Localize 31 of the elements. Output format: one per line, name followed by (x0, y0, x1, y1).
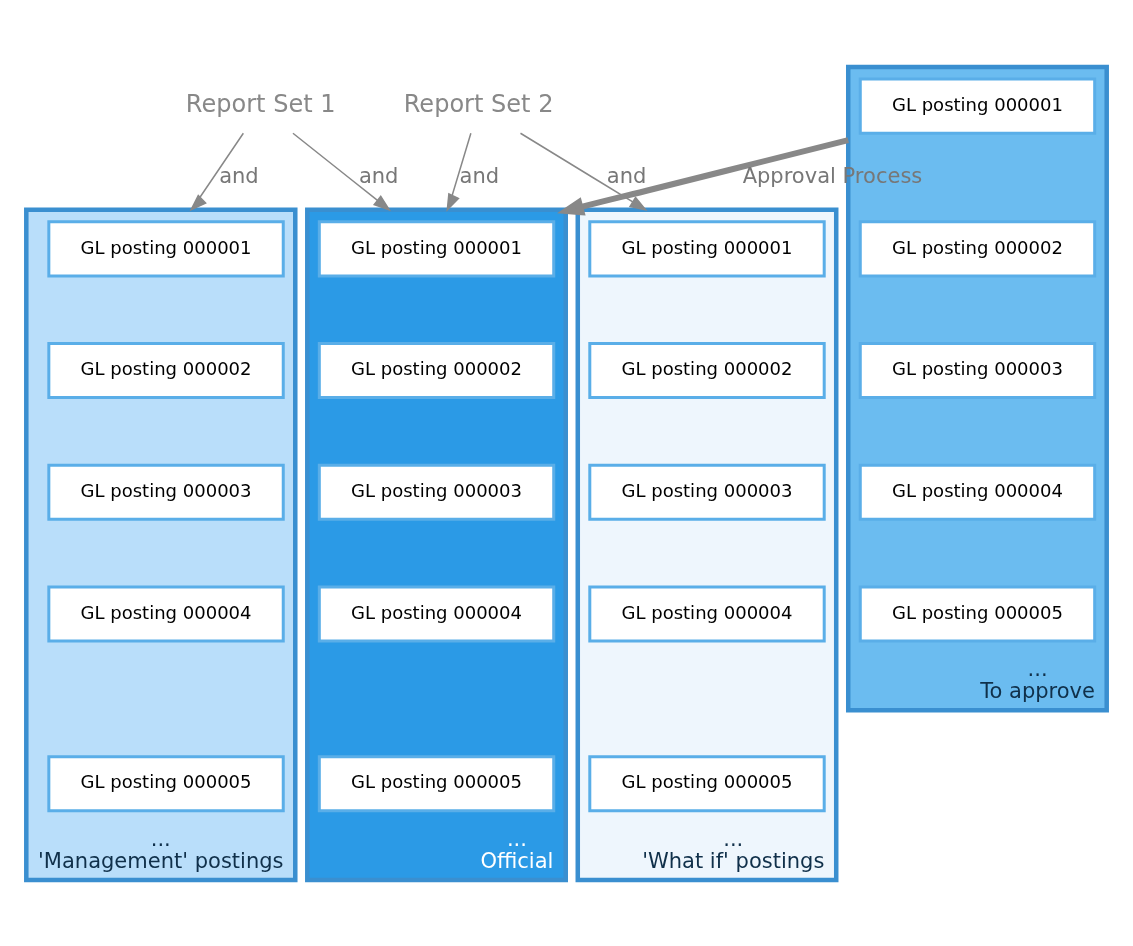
node-box: GL posting 000002 (317, 341, 556, 399)
node-box: GL posting 000004 (588, 584, 826, 643)
node-box: GL posting 000004 (317, 584, 556, 643)
node-box: GL posting 000001 (317, 219, 556, 277)
edge-label: and (219, 162, 259, 188)
node-box: GL posting 000004 (858, 463, 1097, 521)
edge-label: and (358, 162, 399, 188)
node-text: Report Set 2 (403, 89, 554, 118)
node-box: GL posting 000005 (317, 754, 556, 812)
node-box: GL posting 000002 (588, 341, 826, 399)
node-box: GL posting 000005 (47, 754, 285, 812)
edge-label: and (459, 162, 500, 188)
node-box: GL posting 000001 (858, 77, 1097, 135)
node-box: GL posting 000001 (47, 219, 285, 277)
node-box: GL posting 000002 (47, 341, 285, 399)
node-box: GL posting 000002 (858, 219, 1097, 277)
node-box: GL posting 000005 (588, 754, 826, 812)
node-box: GL posting 000003 (858, 341, 1097, 399)
node-box: GL posting 000003 (317, 463, 556, 521)
node-box: GL posting 000004 (47, 584, 285, 643)
arrow (446, 132, 472, 212)
node-box: GL posting 000005 (858, 584, 1097, 643)
arrow (189, 132, 245, 211)
arrow (519, 132, 648, 211)
node-box: GL posting 000003 (47, 463, 285, 521)
arrow (556, 136, 849, 216)
node-box: GL posting 000003 (588, 463, 826, 521)
node-box: GL posting 000001 (588, 219, 826, 277)
arrow (292, 132, 392, 211)
node-text: Report Set 1 (185, 89, 336, 118)
edge-label: and (606, 162, 647, 188)
